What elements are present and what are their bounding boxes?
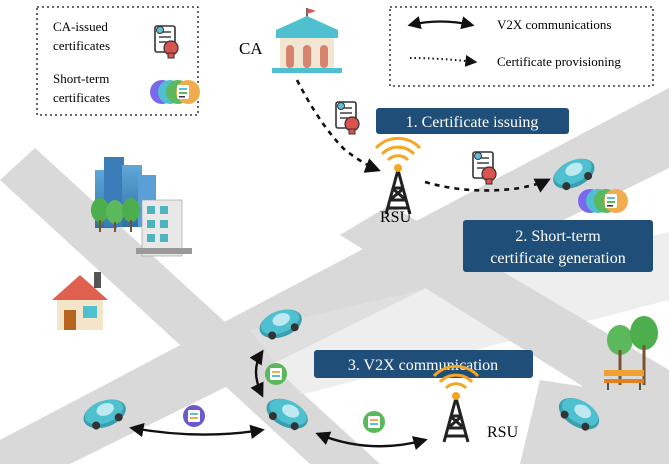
rsu-top-label: RSU <box>380 209 412 226</box>
certificate-icon <box>363 411 385 433</box>
park-bench-icon <box>604 316 658 390</box>
legend-short-term-label-line2: certificates <box>53 90 110 105</box>
legend-provisioning-arrow-icon <box>409 54 478 67</box>
provisioning-arrow-ca-to-rsu <box>295 79 381 173</box>
certificate-with-seal-icon <box>472 151 497 185</box>
legend-provisioning-label: Certificate provisioning <box>497 54 621 69</box>
step-3-label: 3. V2X communication <box>348 357 498 374</box>
legend-v2x-arrow-icon <box>407 16 475 30</box>
certificate-stack-icon <box>578 189 628 213</box>
step-1-label: 1. Certificate issuing <box>406 114 539 131</box>
ca-label: CA <box>239 39 263 58</box>
provisioning-arrow-rsu-to-car <box>424 178 551 193</box>
legend-certificates: CA-issued certificates Short-term certif… <box>36 6 200 116</box>
step-2-label-line2: certificate generation <box>490 250 625 267</box>
v2x-arrow-car-to-car-vertical <box>249 349 264 398</box>
step-2-label-line1: 2. Short-term <box>515 228 601 245</box>
certificate-stack-icon <box>150 80 200 104</box>
radio-tower-icon <box>374 136 422 216</box>
legend-short-term-label-line1: Short-term <box>53 71 109 86</box>
certificate-with-seal-icon <box>335 101 360 135</box>
step-2-box: 2. Short-term certificate generation <box>463 220 653 272</box>
legend-ca-issued-label-line2: certificates <box>53 38 110 53</box>
legend-ca-issued-label-line1: CA-issued <box>53 19 108 34</box>
step-1-box: 1. Certificate issuing <box>376 108 569 134</box>
rsu-bottom-label: RSU <box>487 424 519 441</box>
v2x-arrow-car-to-rsu <box>315 431 428 450</box>
house-icon <box>52 272 108 330</box>
city-buildings-icon <box>91 157 192 257</box>
certificate-icon <box>265 363 287 385</box>
ca-building-icon <box>272 8 342 73</box>
step-3-box: 3. V2X communication <box>314 350 533 378</box>
v2x-arrow-car-to-car-horizontal <box>129 422 265 439</box>
legend-links: V2X communications Certificate provision… <box>389 6 654 87</box>
legend-v2x-label: V2X communications <box>497 17 611 32</box>
